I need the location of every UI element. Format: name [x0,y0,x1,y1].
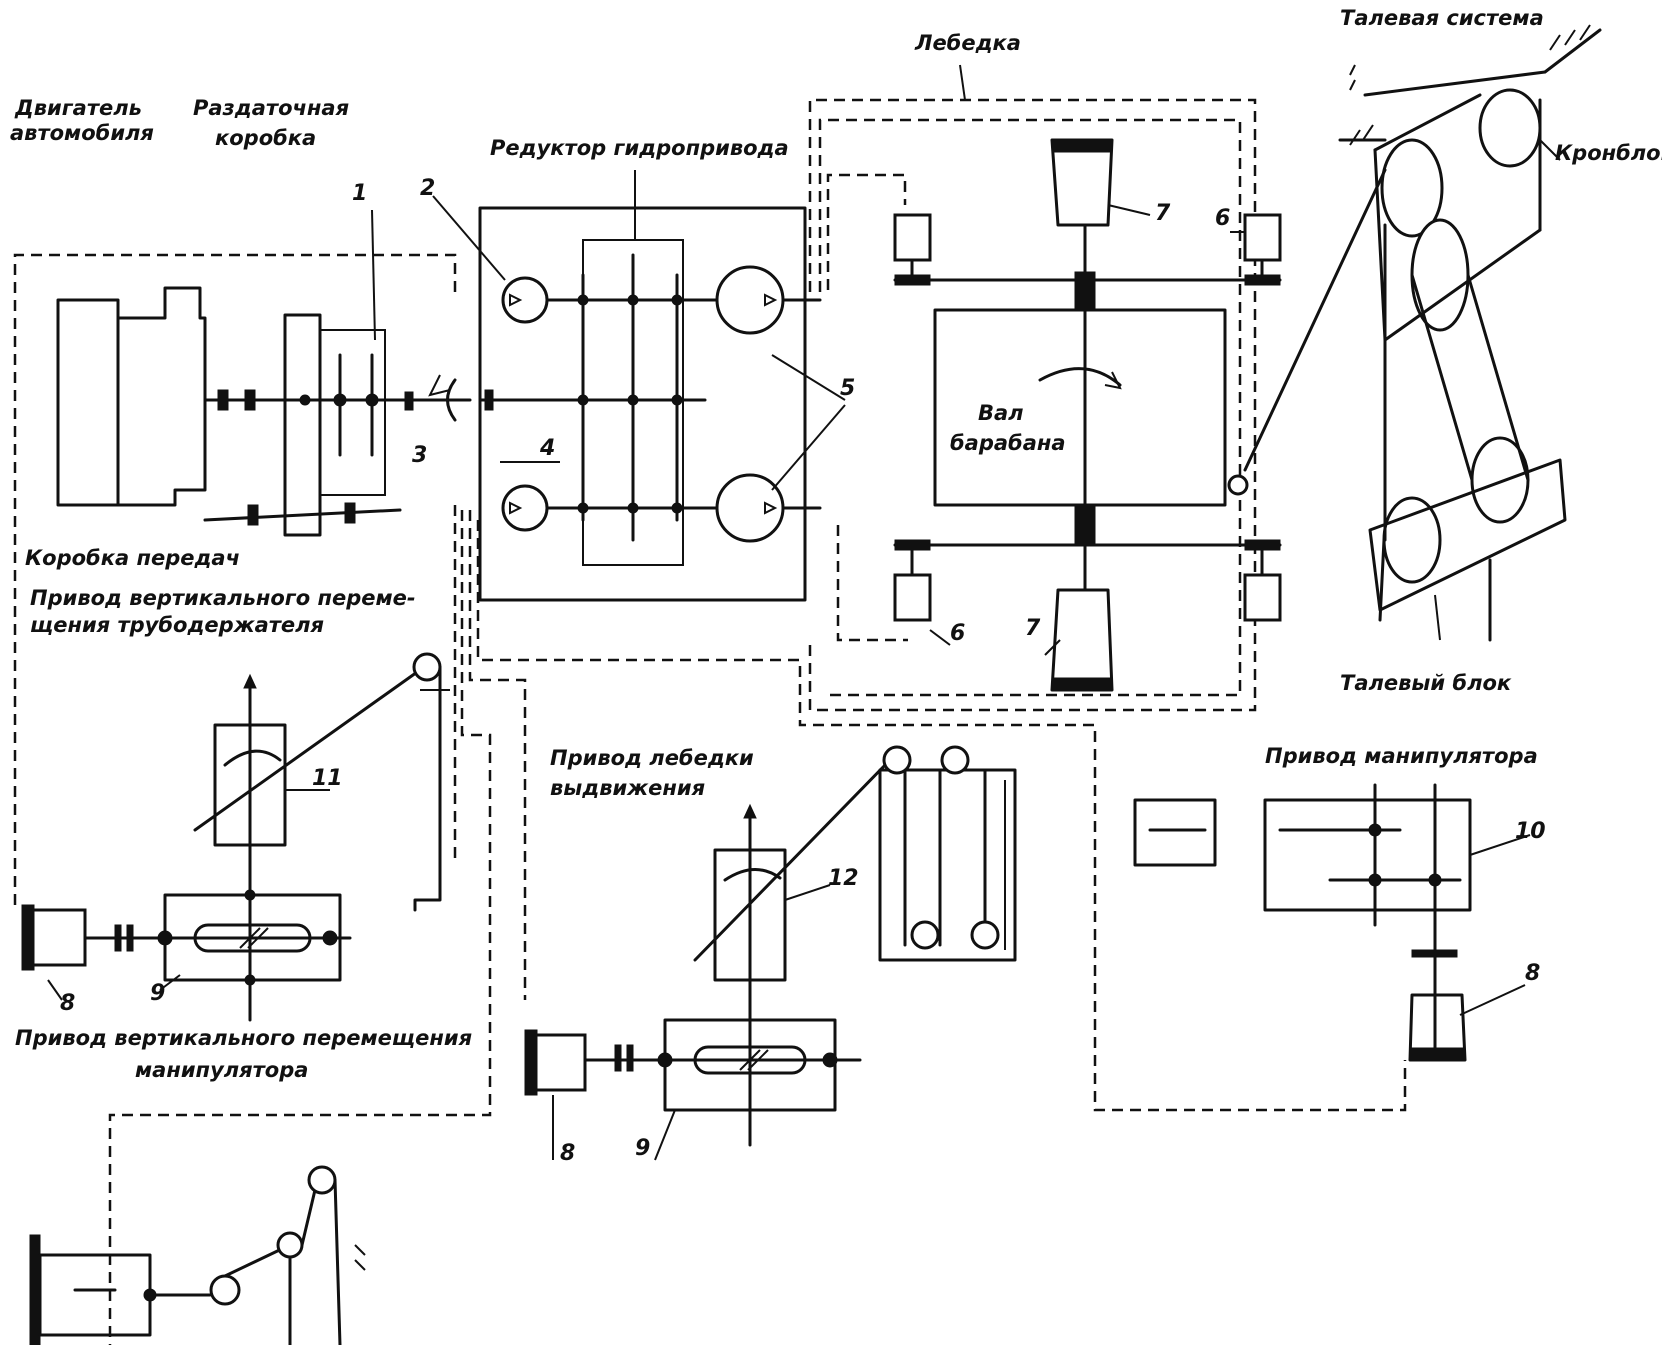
label-transfer-2: коробка [215,126,316,150]
brake-6-bl [893,573,932,622]
callout-1: 1 [352,181,367,206]
label-pipe-drive-1: Привод вертикального переме- [30,586,416,610]
label-travel-block: Талевый блок [1340,671,1512,695]
label-transfer-1: Раздаточная [193,96,349,120]
callout-7b: 7 [1025,616,1041,641]
brake-6-tl [893,213,932,262]
crown-sheave-1 [1478,88,1542,168]
hydraulic-lines [13,98,1407,1345]
callout-numbers: 1 2 3 4 5 6 6 7 7 8 8 8 9 9 10 11 12 [60,176,1546,1166]
callout-2: 2 [420,176,435,201]
callout-12: 12 [828,866,859,891]
label-drum-shaft-2: барабана [950,431,1066,455]
callout-8c: 8 [1525,961,1540,986]
engine-body [56,298,120,507]
hydraulic-cylinder [38,1253,152,1337]
label-winch: Лебедка [914,31,1021,55]
brake-motor-7-top [1050,138,1114,227]
callout-6a: 6 [1215,206,1230,231]
gearbox-body [116,286,207,507]
motor-8-left [23,908,87,967]
callout-3: 3 [412,443,427,468]
label-manip-drive: Привод манипулятора [1265,744,1538,768]
label-engine-1: Двигатель [14,96,142,120]
block-sheave-2 [1382,496,1442,584]
callout-8a: 8 [60,991,75,1016]
callout-4: 4 [539,436,555,461]
engine-and-gearbox [56,209,494,537]
label-manip-vert-1: Привод вертикального перемещения [15,1026,472,1050]
winch [893,64,1282,692]
tackle-system [1227,24,1602,642]
brake-motor-7-bottom [1050,588,1114,692]
label-manip-vert-2: манипулятора [135,1058,308,1082]
bottom-left-mechanism [29,1165,366,1345]
telescope-winch-drive [524,745,1017,1161]
manip-cylinder [1133,798,1217,867]
callout-7a: 7 [1155,201,1171,226]
callout-9b: 9 [635,1136,650,1161]
callout-10: 10 [1515,819,1546,844]
brake-6-tr [1243,213,1282,262]
pipe-holder-drive [21,652,450,1022]
label-telescope-drive-2: выдвижения [550,776,705,800]
label-pipe-drive-2: щения трубодержателя [30,613,324,637]
manipulator-drive [1133,783,1531,1062]
pump-2 [501,276,549,324]
hydraulic-reducer [432,170,846,602]
callout-8b: 8 [560,1141,575,1166]
transfer-box [283,313,322,537]
callout-5: 5 [840,376,855,401]
brake-6-br [1243,573,1282,622]
label-crown-block: Кронблок [1555,141,1662,165]
callout-11: 11 [312,766,343,791]
gearbox-10 [1263,798,1472,912]
crown-sheave-2 [1380,138,1444,238]
motor-8-middle [533,1033,587,1092]
label-drum-shaft-1: Вал [978,401,1024,425]
callout-9a: 9 [150,981,165,1006]
label-reducer: Редуктор гидропривода [490,136,789,160]
reducer-housing [478,206,807,602]
label-tackle-system: Талевая система [1340,6,1544,30]
pump-4 [501,484,549,532]
label-engine-2: автомобиля [10,121,154,145]
text-labels: Двигатель автомобиля Раздаточная коробка… [10,6,1662,1082]
callout-6b: 6 [950,621,965,646]
label-telescope-drive-1: Привод лебедки [550,746,754,770]
label-gearbox: Коробка передач [25,546,240,570]
